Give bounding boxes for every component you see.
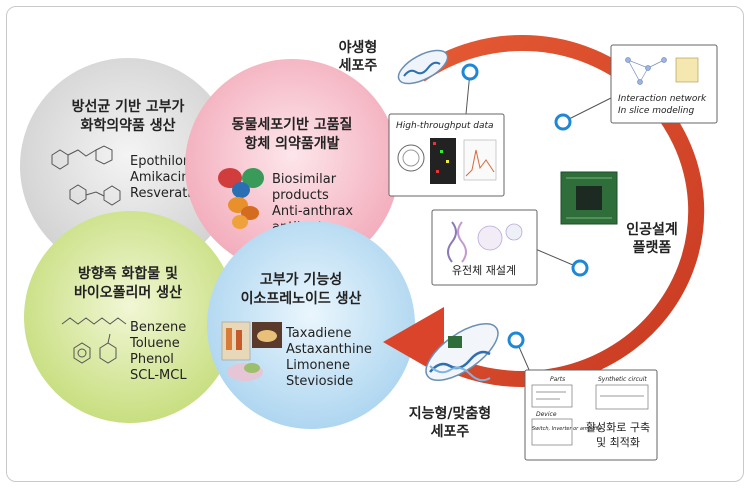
antibody-item-0: Biosimilar [272,172,337,187]
isoprenoids-item-0: Taxadiene [285,326,352,341]
antibody-item-1: products [272,188,329,203]
benzene-ring-icon [61,317,127,364]
arrow-head [383,307,444,377]
isoprenoids-title-1: 고부가 기능성 [260,272,342,288]
callout-genome-redesign: 유전체 재설계 [431,209,538,286]
cycle-node-dots [461,63,589,349]
node-dot-1 [461,63,479,81]
chip-icon [560,171,618,225]
aromatics-item-1: Toluene [129,336,180,351]
antibiotics-item-2: Resveratrol [130,186,204,201]
wild-cell-icon [397,49,449,85]
data-plot-icon [397,138,497,184]
antibody-title-2: 항체 의약품개발 [244,135,339,152]
connector-interaction [562,97,612,123]
molecule-structure-icon [51,145,121,206]
antibiotics-item-1: Amikacin [130,170,189,185]
circuit-device-label: Device [536,411,557,418]
circle-antibiotics: 방선균 기반 고부가 화학의약품 생산 Epothilone Amikacin … [20,58,236,274]
dna-helix-icon [447,221,523,263]
node-dot-4 [507,331,525,349]
aromatics-item-0: Benzene [130,320,186,335]
circle-antibody: 동물세포기반 고품질 항체 의약품개발 Biosimilar products … [185,59,399,273]
platform-label-1: 인공설계 [626,221,678,238]
high-throughput-label: High-throughput data [396,121,494,131]
aromatics-title-2: 바이오폴리머 생산 [74,284,182,301]
interaction-label-2: In slice modeling [618,106,694,116]
antibiotics-title-1: 방선균 기반 고부가 [72,98,185,115]
isoprenoids-item-1: Astaxanthine [286,342,372,357]
smart-cell-icon [425,323,499,382]
platform-label-2: 플랫폼 [633,239,672,256]
interaction-label-1: Interaction network [618,94,707,104]
wild-strain-label-1: 야생형 [339,39,378,56]
genome-label: 유전체 재설계 [452,264,516,277]
circuit-parts-label: Parts [550,376,565,383]
circle-isoprenoids: 고부가 기능성 이소프레노이드 생산 Taxadiene Astaxanthin… [207,221,415,429]
aromatics-item-2: Phenol [130,352,174,367]
callout-interaction-network: Interaction network In slice modeling [610,44,718,124]
aromatics-title-1: 방향족 화합물 및 [78,265,178,282]
wild-strain-label-2: 세포주 [339,58,378,74]
isoprenoids-item-3: Stevioside [286,374,353,389]
antibody-protein-icon [218,168,264,229]
isoprenoids-item-2: Limonene [286,358,350,373]
node-dot-2 [554,113,572,131]
circuit-label-1: 활성화로 구축 [586,420,650,434]
callout-circuit: Parts Synthetic circuit Device Switch, I… [524,369,658,461]
antibody-title-1: 동물세포기반 고품질 [232,116,353,133]
antibiotics-item-0: Epothilone [130,154,199,169]
circuit-synthetic-label: Synthetic circuit [598,376,647,383]
isoprenoids-title-2: 이소프레노이드 생산 [241,290,362,307]
callout-high-throughput: High-throughput data [388,113,505,197]
node-dot-3 [571,259,589,277]
antibiotics-title-2: 화학의약품 생산 [80,117,175,134]
smart-strain-label-2: 세포주 [431,424,470,440]
antibody-item-2: Anti-anthrax [272,204,353,219]
smart-strain-label-1: 지능형/맞춤형 [409,405,491,422]
aromatics-item-3: SCL-MCL [130,368,187,383]
network-graph-icon [625,57,699,85]
circuit-diagram-icon [531,384,649,446]
connector-genome [532,247,581,269]
circle-aromatics: 방향족 화합물 및 바이오폴리머 생산 Benzene Toluene Phen… [24,211,236,423]
product-photo-icon [221,321,282,381]
circuit-device-sub: Switch, Inverter or amplifier [532,426,603,432]
circuit-label-2: 및 최적화 [596,436,640,449]
